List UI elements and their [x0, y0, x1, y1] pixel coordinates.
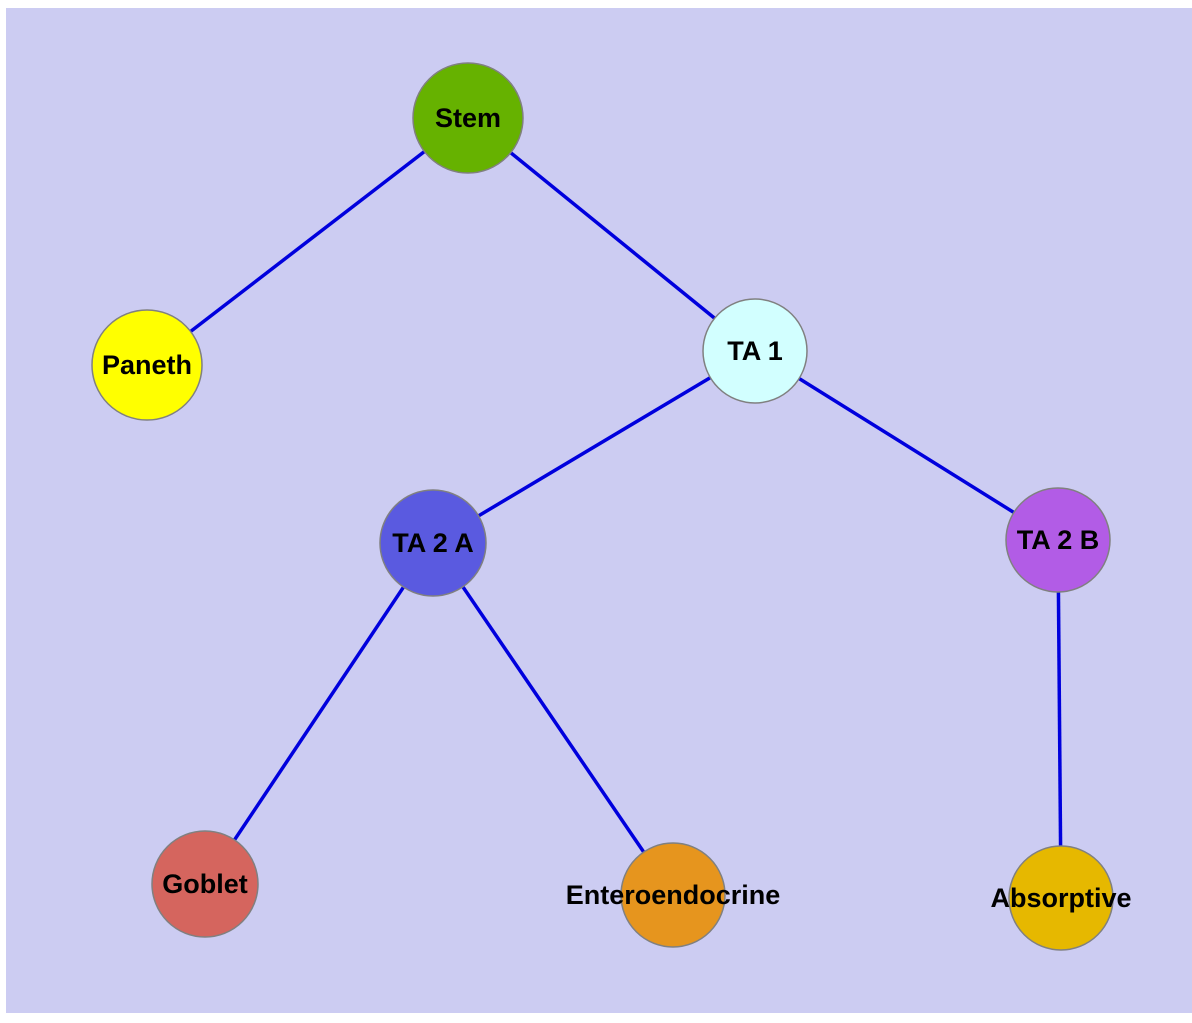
node-circle-ta-2-b[interactable] — [1005, 487, 1111, 593]
node-ta-2-a[interactable]: TA 2 A — [379, 489, 487, 597]
node-circle-paneth[interactable] — [91, 309, 203, 421]
edge-stem-to-ta-1 — [466, 116, 757, 353]
node-paneth[interactable]: Paneth — [91, 309, 203, 421]
node-ta-2-b[interactable]: TA 2 B — [1005, 487, 1111, 593]
node-circle-ta-1[interactable] — [702, 298, 808, 404]
node-circle-ta-2-a[interactable] — [379, 489, 487, 597]
edge-ta-2-b-to-absorptive — [1056, 539, 1063, 899]
node-circle-stem[interactable] — [412, 62, 524, 174]
edge-stem-to-paneth — [145, 116, 470, 367]
node-circle-enteroendocrine[interactable] — [620, 842, 726, 948]
edges-layer — [145, 116, 1063, 899]
edge-ta-2-a-to-enteroendocrine — [431, 542, 675, 896]
edge-ta-1-to-ta-2-a — [432, 349, 756, 545]
node-circle-absorptive[interactable] — [1008, 845, 1114, 951]
node-circle-goblet[interactable] — [151, 830, 259, 938]
node-goblet[interactable]: Goblet — [151, 830, 259, 938]
edge-ta-1-to-ta-2-b — [754, 349, 1059, 542]
edge-ta-2-a-to-goblet — [203, 542, 435, 885]
node-stem[interactable]: Stem — [412, 62, 524, 174]
node-ta-1[interactable]: TA 1 — [702, 298, 808, 404]
